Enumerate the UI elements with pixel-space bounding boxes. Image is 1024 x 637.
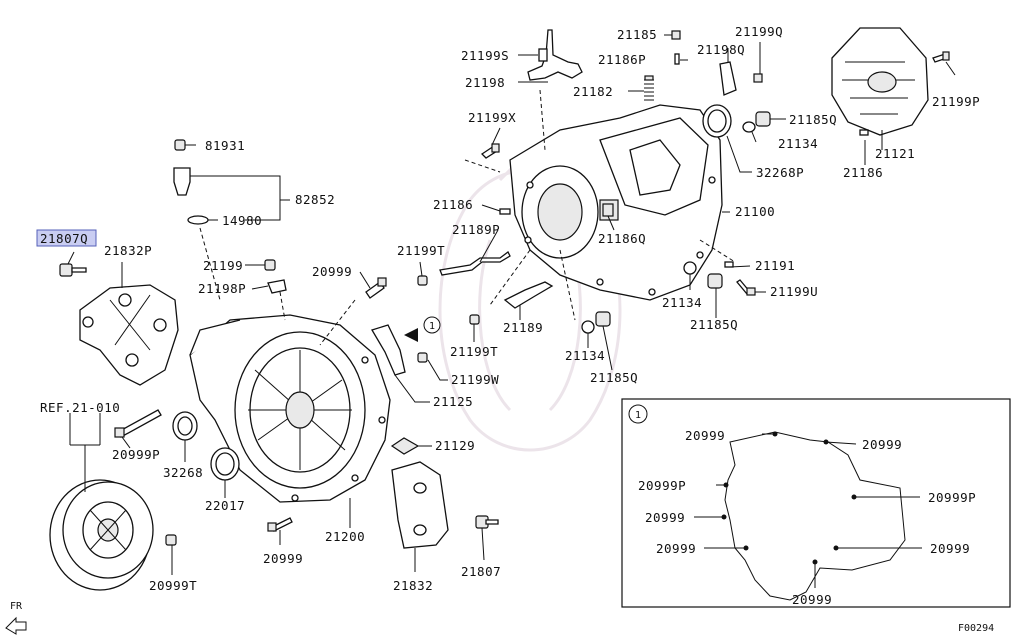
label-21832: 21832 (393, 578, 433, 593)
detail-label-20999P-2: 20999P (928, 490, 976, 505)
figure-code: F00294 (958, 623, 994, 634)
label-21125: 21125 (433, 394, 473, 409)
label-21832P: 21832P (104, 243, 152, 258)
label-21198Q: 21198Q (697, 42, 745, 57)
detail-marker-number: 1 (429, 321, 435, 332)
label-81931: 81931 (205, 138, 245, 153)
mid-small-parts (417, 203, 756, 334)
label-21134-top: 21134 (778, 136, 818, 151)
label-20999P-left: 20999P (112, 447, 160, 462)
label-21199T-a: 21199T (397, 243, 445, 258)
detail-label-20999-3: 20999 (645, 510, 685, 525)
detail-view-box: 1 (621, 398, 1011, 608)
upper-small-parts (480, 29, 950, 159)
clutch-disc (49, 479, 154, 591)
label-ref-21-010: REF.21-010 (40, 400, 120, 415)
label-21100: 21100 (735, 204, 775, 219)
label-21186Q: 21186Q (598, 231, 646, 246)
detail-box-number: 1 (635, 410, 641, 421)
label-21186P: 21186P (598, 52, 646, 67)
label-21199: 21199 (203, 258, 243, 273)
label-21129: 21129 (435, 438, 475, 453)
label-21185Q-top: 21185Q (789, 112, 837, 127)
detail-label-20999-1: 20999 (685, 428, 725, 443)
cover-21121 (831, 27, 929, 136)
label-21182: 21182 (573, 84, 613, 99)
label-20999T: 20999T (149, 578, 197, 593)
label-21185: 21185 (617, 27, 657, 42)
detail-label-20999-4: 20999 (656, 541, 696, 556)
part-number-labels: 21185 21199Q 21199S 21186P 21198Q 21198 … (36, 24, 980, 607)
label-21121: 21121 (875, 146, 915, 161)
leader-lines (67, 34, 956, 575)
label-32268: 32268 (163, 465, 203, 480)
label-82852: 82852 (295, 192, 335, 207)
label-21189P: 21189P (452, 222, 500, 237)
highlight-21807Q (36, 229, 97, 247)
label-21191: 21191 (755, 258, 795, 273)
label-21189: 21189 (503, 320, 543, 335)
detail-label-20999-2: 20999 (862, 437, 902, 452)
label-32268P: 32268P (756, 165, 804, 180)
detail-label-20999-5: 20999 (930, 541, 970, 556)
detail-label-20999-6: 20999 (792, 592, 832, 607)
bolt-21807Q (59, 263, 87, 277)
bracket-21832P (79, 284, 179, 386)
label-21198: 21198 (465, 75, 505, 90)
label-21199U: 21199U (770, 284, 818, 299)
label-21199T-b: 21199T (450, 344, 498, 359)
label-21807: 21807 (461, 564, 501, 579)
front-indicator: FR (5, 601, 27, 635)
label-21199S: 21199S (461, 48, 509, 63)
clutch-housing-21200 (189, 314, 391, 503)
front-label: FR (10, 601, 23, 612)
label-21186-right: 21186 (843, 165, 883, 180)
label-21198P: 21198P (198, 281, 246, 296)
label-22017: 22017 (205, 498, 245, 513)
label-20999-b: 20999 (263, 551, 303, 566)
label-21200: 21200 (325, 529, 365, 544)
label-21186-mid: 21186 (433, 197, 473, 212)
label-21807Q: 21807Q (40, 231, 88, 246)
label-14980: 14980 (222, 213, 262, 228)
transaxle-case-21100 (509, 104, 723, 301)
label-21134-low: 21134 (565, 348, 605, 363)
label-21199W: 21199W (451, 372, 499, 387)
label-21185Q-mid: 21185Q (690, 317, 738, 332)
label-20999-a: 20999 (312, 264, 352, 279)
detail-marker-arrow: 1 (404, 316, 441, 342)
left-small-parts (114, 139, 499, 549)
label-21199X: 21199X (468, 110, 516, 125)
label-21185Q-low: 21185Q (590, 370, 638, 385)
label-21199Q: 21199Q (735, 24, 783, 39)
label-21134-mid: 21134 (662, 295, 702, 310)
label-21199P-top: 21199P (932, 94, 980, 109)
detail-label-20999P-1: 20999P (638, 478, 686, 493)
